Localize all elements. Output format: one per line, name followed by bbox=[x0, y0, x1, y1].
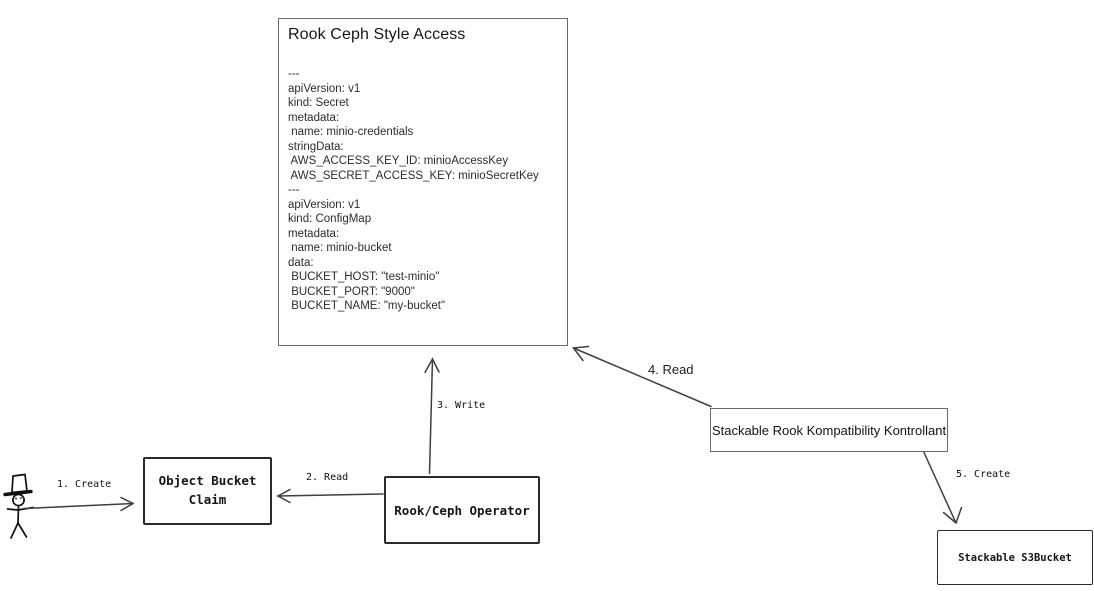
rook-ceph-style-access-box: Rook Ceph Style Access --- apiVersion: v… bbox=[278, 18, 568, 346]
object-bucket-claim-label: Object Bucket Claim bbox=[158, 473, 257, 507]
kontrollant-label: Stackable Rook Kompatibility Kontrollant bbox=[711, 422, 947, 438]
arrow-label-4-read: 4. Read bbox=[648, 362, 694, 377]
stick-figure-actor-icon bbox=[3, 473, 34, 539]
arrow-label-1-create: 1. Create bbox=[57, 479, 112, 490]
arrow-label-5-create: 5. Create bbox=[956, 469, 1011, 480]
stackable-rook-kompatibility-kontrollant-node: Stackable Rook Kompatibility Kontrollant bbox=[710, 408, 948, 452]
yaml-manifest-text: --- apiVersion: v1 kind: Secret metadata… bbox=[288, 68, 539, 312]
rook-ceph-operator-label: Rook/Ceph Operator bbox=[394, 502, 530, 518]
arrow-5-create bbox=[923, 451, 963, 525]
stackable-s3bucket-node: Stackable S3Bucket bbox=[937, 530, 1093, 585]
object-bucket-claim-node: Object Bucket Claim bbox=[143, 457, 272, 525]
main-box-title: Rook Ceph Style Access bbox=[288, 26, 466, 43]
arrow-1-create bbox=[23, 496, 135, 512]
arrow-label-2-read: 2. Read bbox=[306, 472, 349, 483]
stackable-s3bucket-label: Stackable S3Bucket bbox=[958, 551, 1072, 564]
arrow-2-read bbox=[276, 488, 384, 504]
rook-ceph-operator-node: Rook/Ceph Operator bbox=[384, 476, 540, 544]
arrow-3-write bbox=[424, 357, 440, 475]
arrow-label-3-write: 3. Write bbox=[437, 400, 486, 411]
